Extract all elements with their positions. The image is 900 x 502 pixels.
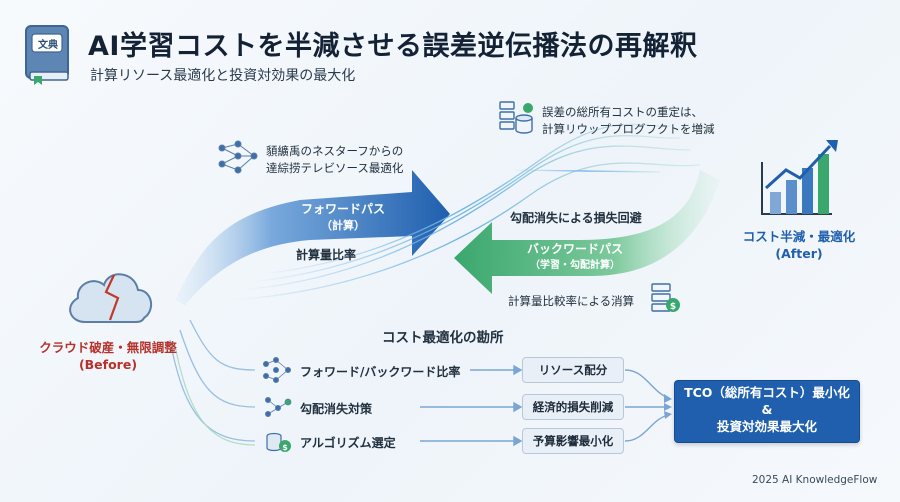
row-label-gradient: 勾配消失対策: [300, 402, 373, 416]
gradient-loss-label: 勾配消失による損失回避: [510, 211, 642, 225]
after-label-line2: (After): [775, 246, 823, 261]
server-coin-icon: [651, 283, 680, 312]
forward-arrow: [175, 170, 450, 305]
optimization-heading: コスト最適化の勘所: [382, 330, 504, 346]
tco-line1: TCO（総所有コスト）最小化: [684, 385, 850, 400]
backward-pass-label: バックワードパス: [526, 242, 623, 256]
tco-box: TCO（総所有コスト）最小化 & 投資対効果最大化: [674, 380, 860, 443]
row-label-ratio: フォワード/バックワード比率: [300, 365, 461, 379]
forward-pass-sublabel: （計算）: [321, 219, 365, 232]
book-icon: [20, 22, 76, 86]
neural-network-icon: [218, 140, 258, 174]
cost-note: 計算量比較率による消算: [508, 294, 635, 308]
broken-cloud-icon: [69, 273, 153, 323]
footer-credit: 2025 AI KnowledgeFlow: [752, 474, 878, 486]
db-note-line2: 計算リウッププログフクトを増減: [542, 122, 715, 136]
svg-text:$: $: [670, 302, 676, 312]
db-note-line1: 誤差の総所有コストの重定は、: [542, 105, 703, 119]
book-label: 文典: [38, 40, 58, 51]
tco-line3: 投資対効果最大化: [716, 419, 817, 434]
svg-text:$: $: [282, 443, 288, 452]
forward-pass-label: フォワードパス: [300, 202, 385, 216]
tco-line2: &: [761, 402, 773, 417]
row-label-algorithm: アルゴリズム選定: [300, 436, 396, 450]
result-pill-budget: 予算影響最小化: [522, 428, 624, 454]
backward-arrow: [454, 170, 720, 294]
result-pill-loss: 経済的損失削減: [522, 394, 624, 420]
page-title: AI学習コストを半減させる誤差逆伝播法の再解釈: [88, 31, 698, 62]
network-note-line2: 達綜捞テレビソース最適化: [266, 161, 404, 175]
before-label-line2: (Before): [78, 357, 138, 372]
result-pill-resource: リソース配分: [522, 357, 624, 383]
before-label-line1: クラウド破産・無限調整: [39, 340, 177, 355]
backward-pass-sublabel: （学習・勾配計算）: [530, 260, 620, 271]
gradient-network-icon: [264, 396, 292, 417]
growth-chart-icon: [761, 140, 838, 215]
network-note-line1: 䫉纊禹のネスターフからの: [266, 144, 404, 158]
page-subtitle: 計算リソース最適化と投資対効果の最大化: [90, 68, 356, 84]
network-icon: [262, 356, 291, 383]
coin-stack-icon: [266, 432, 291, 452]
ratio-label: 計算量比率: [296, 248, 357, 262]
after-label-line1: コスト半減・最適化: [742, 229, 856, 244]
database-icon: [499, 101, 533, 134]
